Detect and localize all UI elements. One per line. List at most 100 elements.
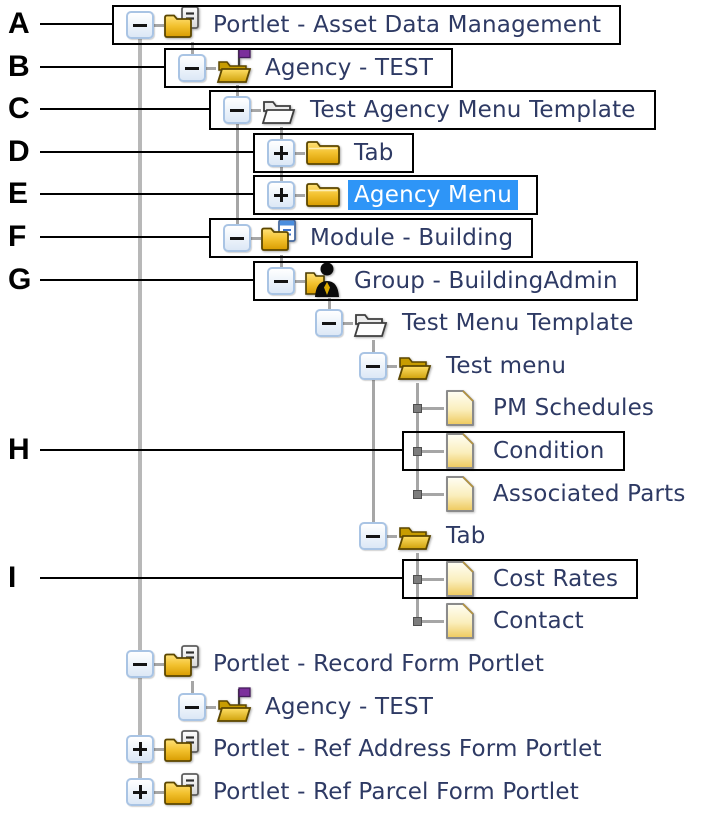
leaf-bullet-icon [412, 616, 422, 626]
callout-box-c [209, 90, 656, 130]
closed-folder-icon [304, 175, 342, 213]
expand-plus-toggle[interactable] [126, 735, 154, 763]
callout-letter-h: H [8, 433, 30, 466]
connector-line [154, 790, 164, 794]
callout-line-b [40, 66, 164, 68]
page-icon [443, 432, 477, 470]
expand-plus-toggle[interactable] [267, 139, 295, 167]
callout-line-h [40, 449, 402, 451]
callout-letter-g: G [8, 263, 32, 296]
tree-node-label[interactable]: Portlet - Ref Parcel Form Portlet [213, 779, 579, 805]
tree-node-label[interactable]: Tab [446, 523, 486, 549]
expand-plus-toggle[interactable] [267, 181, 295, 209]
callout-letter-c: C [8, 92, 30, 125]
connector-line [251, 108, 261, 112]
tree-node-label[interactable]: Associated Parts [493, 481, 686, 507]
page-icon [443, 389, 477, 427]
connector-line [154, 23, 164, 27]
collapse-minus-toggle[interactable] [126, 650, 154, 678]
connector-line [251, 236, 261, 240]
tree-node-label[interactable]: Test Menu Template [402, 310, 634, 336]
connector-line [206, 66, 216, 70]
open-folder-outline-icon [260, 90, 298, 128]
connector-line [295, 151, 305, 155]
collapse-minus-toggle[interactable] [126, 11, 154, 39]
tree-node-label[interactable]: Portlet - Asset Data Management [213, 12, 602, 38]
connector-line [417, 492, 444, 496]
callout-line-f [40, 236, 209, 238]
group-person-folder-icon [304, 261, 342, 299]
callout-box-e [253, 175, 538, 215]
callout-line-a [40, 23, 112, 25]
callout-box-b [164, 48, 454, 88]
portlet-folder-document-icon [163, 644, 201, 682]
tree-node-label[interactable]: Tab [354, 140, 394, 166]
connector-line [387, 534, 397, 538]
tree-node-label[interactable]: Agency - TEST [265, 694, 434, 720]
closed-folder-icon [304, 133, 342, 171]
tree-node-label[interactable]: Contact [493, 608, 584, 634]
connector-line [295, 193, 305, 197]
callout-box-f [209, 218, 534, 258]
collapse-minus-toggle[interactable] [223, 96, 251, 124]
portlet-folder-document-icon [163, 5, 201, 43]
connector-line [206, 705, 216, 709]
open-folder-gold-icon [396, 516, 434, 554]
tree-node-label[interactable]: Agency Menu [348, 180, 518, 210]
callout-box-g [253, 261, 638, 301]
connector-line [417, 577, 444, 581]
tree-node-label[interactable]: Portlet - Record Form Portlet [213, 651, 545, 677]
connector-line [387, 364, 397, 368]
tree-node-label[interactable]: Condition [493, 438, 605, 464]
tree-node-label[interactable]: Test menu [446, 353, 567, 379]
callout-letter-i: I [8, 561, 17, 594]
collapse-minus-toggle[interactable] [267, 267, 295, 295]
open-folder-outline-icon [352, 303, 390, 341]
connector-line [138, 39, 142, 792]
callout-box-i [402, 559, 639, 599]
collapse-minus-toggle[interactable] [359, 522, 387, 550]
connector-line [235, 85, 239, 238]
leaf-bullet-icon [412, 574, 422, 584]
connector-line [415, 383, 419, 494]
collapse-minus-toggle[interactable] [315, 309, 343, 337]
collapse-minus-toggle[interactable] [223, 224, 251, 252]
tree-node-label[interactable]: Portlet - Ref Address Form Portlet [213, 736, 602, 762]
connector-line [371, 340, 375, 536]
callout-box-d [253, 133, 414, 173]
connector-line [343, 321, 353, 325]
callout-letter-f: F [8, 220, 27, 253]
collapse-minus-toggle[interactable] [178, 693, 206, 721]
expand-plus-toggle[interactable] [126, 778, 154, 806]
tree-node-label[interactable]: PM Schedules [493, 395, 655, 421]
connector-line [417, 449, 444, 453]
tree-node-label[interactable]: Module - Building [310, 225, 514, 251]
callout-line-d [40, 151, 253, 153]
page-icon [443, 475, 477, 513]
callout-box-a [112, 5, 622, 45]
connector-line [417, 619, 444, 623]
callout-line-e [40, 193, 253, 195]
agency-flag-folder-icon [215, 687, 253, 725]
callout-letter-b: B [8, 50, 30, 83]
page-icon [443, 560, 477, 598]
callout-line-i [40, 577, 402, 579]
page-icon [443, 602, 477, 640]
collapse-minus-toggle[interactable] [359, 352, 387, 380]
tree-node-label[interactable]: Group - BuildingAdmin [354, 268, 618, 294]
connector-line [154, 662, 164, 666]
tree-node-label[interactable]: Test Agency Menu Template [310, 97, 636, 123]
leaf-bullet-icon [412, 489, 422, 499]
collapse-minus-toggle[interactable] [178, 54, 206, 82]
callout-letter-d: D [8, 135, 30, 168]
callout-line-c [40, 108, 209, 110]
callout-letter-a: A [8, 7, 30, 40]
portlet-folder-document-icon [163, 772, 201, 810]
open-folder-gold-icon [396, 346, 434, 384]
callout-line-g [40, 279, 253, 281]
tree-node-label[interactable]: Agency - TEST [265, 55, 434, 81]
tree-node-label[interactable]: Cost Rates [493, 566, 619, 592]
callout-box-h [402, 431, 625, 471]
connector-line [417, 406, 444, 410]
